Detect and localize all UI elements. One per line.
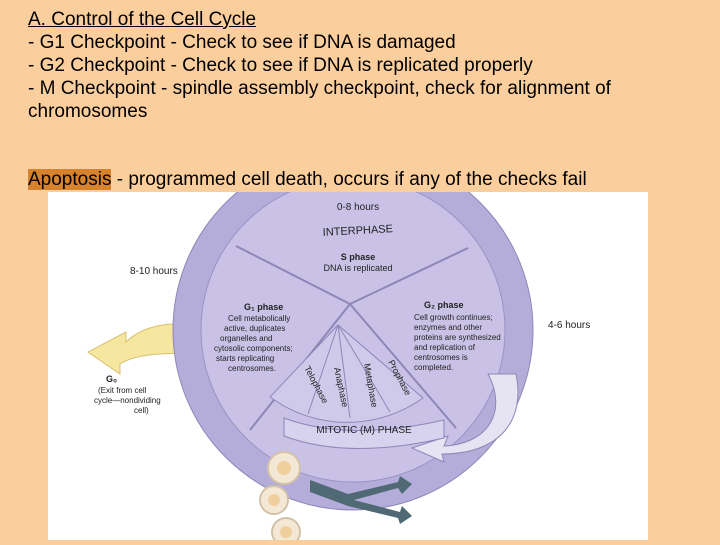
- metaphase-prophase-divider: [337, 324, 391, 413]
- daughter-cell-top-nucleus: [268, 494, 280, 506]
- g2-description-6: completed.: [414, 363, 453, 372]
- interphase-to-mitosis-arrow: [410, 373, 519, 463]
- mitotic-label-band: [283, 417, 445, 450]
- telophase-anaphase-divider: [307, 324, 339, 415]
- g2-description-1: Cell growth continues;: [414, 313, 493, 322]
- slide-heading: A. Control of the Cell Cycle: [28, 9, 257, 30]
- bullet-m-checkpoint: - M Checkpoint - spindle assembly checkp…: [28, 78, 611, 122]
- g2-m-divider: [349, 303, 457, 429]
- g2-description-5: centrosomes is: [414, 353, 468, 362]
- interphase-duration: 0-8 hours: [337, 202, 379, 213]
- g0-description-3: cell): [134, 406, 149, 415]
- g1-description-3: organelles and: [220, 334, 272, 343]
- g2-description-2: enzymes and other: [414, 323, 482, 332]
- g1-description-5: starts replicating: [216, 354, 274, 363]
- g2-description-4: and replication of: [414, 343, 476, 352]
- cell-cycle-diagram: 0-8 hours INTERPHASE S phase DNA is repl…: [87, 149, 590, 545]
- parent-cell-nucleus: [277, 461, 291, 475]
- apoptosis-definition: - programmed cell death, occurs if any o…: [111, 169, 587, 190]
- g1-description-6: centrosomes.: [228, 364, 276, 373]
- g0-description-1: (Exit from cell: [98, 386, 147, 395]
- anaphase-metaphase-divider: [337, 324, 351, 419]
- g1-description-1: Cell metabolically: [228, 314, 290, 323]
- g1-phase-title: G₁ phase: [244, 302, 283, 312]
- s-phase-title: S phase: [341, 252, 376, 262]
- interphase-label: INTERPHASE: [322, 223, 393, 239]
- g0-exit-arrow: [87, 323, 194, 375]
- daughter-cell-bottom-nucleus: [280, 526, 292, 538]
- mitosis-wedge: [269, 324, 424, 423]
- apoptosis-line: Apoptosis - programmed cell death, occur…: [28, 168, 587, 191]
- daughter-cells-arrow: [310, 476, 412, 524]
- g1-duration: 8-10 hours: [130, 266, 178, 277]
- cell-cycle-figure: 0-8 hours INTERPHASE S phase DNA is repl…: [48, 149, 648, 545]
- g0-title: G₀: [106, 374, 117, 384]
- bullet-g1-checkpoint: - G1 Checkpoint - Check to see if DNA is…: [28, 32, 456, 53]
- s-phase-description: DNA is replicated: [323, 263, 392, 273]
- g1-description-2: active, duplicates: [224, 324, 285, 333]
- apoptosis-term: Apoptosis: [28, 169, 112, 190]
- g2-description-3: proteins are synthesized: [414, 333, 501, 342]
- mitotic-phase-label: MITOTIC (M) PHASE: [316, 425, 412, 436]
- s-g1-divider: [235, 245, 351, 305]
- g0-description-2: cycle—nondividing: [94, 396, 161, 405]
- g2-duration: 4-6 hours: [548, 320, 590, 331]
- g2-phase-title: G₂ phase: [424, 300, 464, 310]
- g1-description-4: cytosolic components;: [214, 344, 293, 353]
- slide-text: A. Control of the Cell Cycle - G1 Checkp…: [28, 8, 718, 123]
- s-g2-divider: [349, 247, 469, 305]
- bullet-g2-checkpoint: - G2 Checkpoint - Check to see if DNA is…: [28, 55, 533, 76]
